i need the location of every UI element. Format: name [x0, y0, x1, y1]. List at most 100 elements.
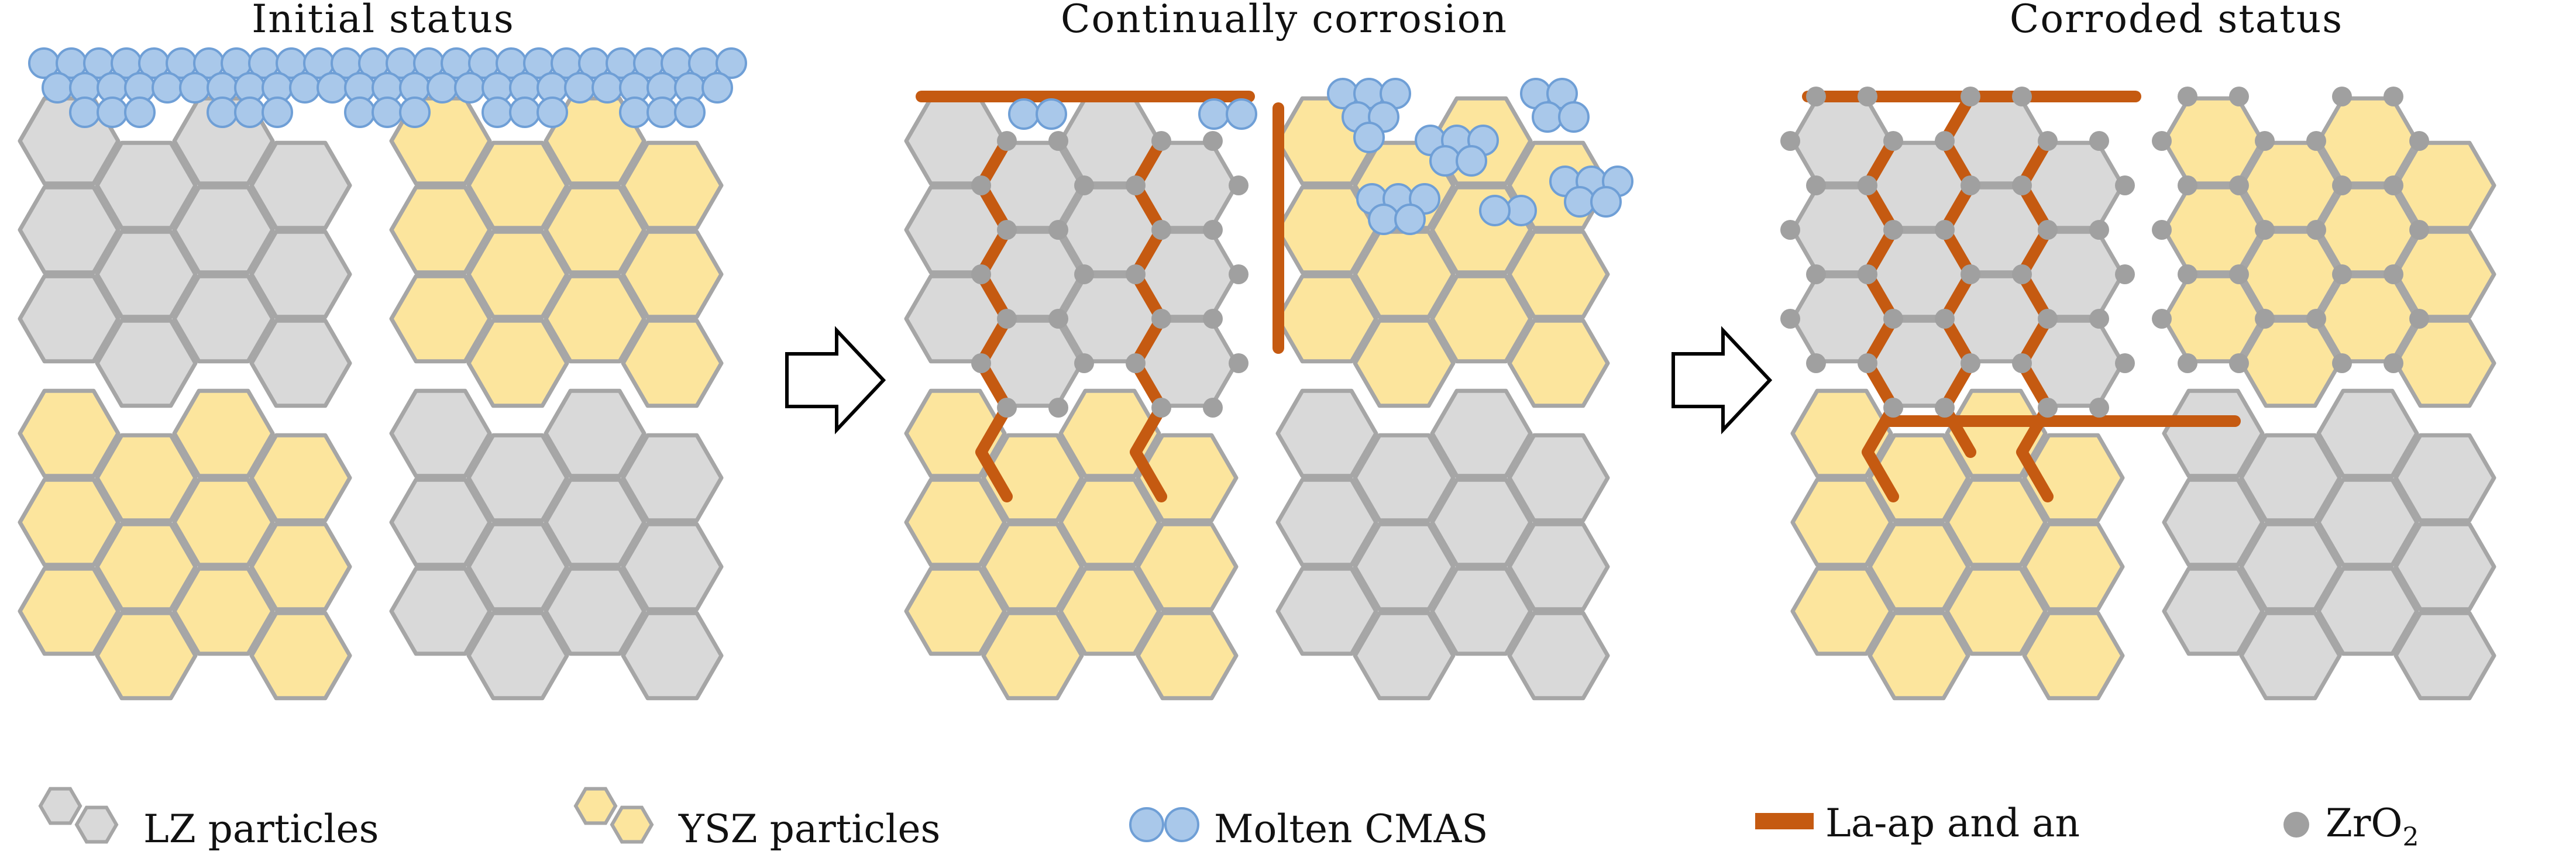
cmas-droplet: [1394, 204, 1426, 235]
legend: LZ particles YSZ particles Molten CMAS L…: [38, 787, 2419, 852]
lz-particle: [1507, 611, 1610, 701]
ysz-particle: [172, 566, 275, 656]
cmas-droplet: [427, 72, 458, 104]
zro2-particle: [1203, 131, 1223, 151]
cmas-droplet: [317, 72, 348, 104]
ysz-particle: [1353, 229, 1456, 319]
lz-particle: [389, 566, 492, 656]
zro2-particle: [1074, 264, 1094, 284]
zro2-particle: [2089, 398, 2109, 418]
cmas-droplet: [619, 97, 651, 128]
cmas-droplet: [289, 72, 321, 104]
zro2-particle: [1229, 175, 1249, 195]
lz-particle: [172, 274, 275, 364]
zro2-particle: [2178, 264, 2197, 284]
lz-particle: [172, 185, 275, 275]
zro2-particle: [2115, 264, 2135, 284]
zro2-particle: [1935, 131, 1955, 151]
zro2-particle: [1151, 131, 1171, 151]
zro2-particle: [2089, 131, 2109, 151]
cmas-droplet: [69, 97, 101, 128]
cmas-droplet: [674, 97, 706, 128]
ysz-particle: [621, 140, 724, 230]
block-lz-bottom-right: [1275, 388, 1610, 701]
legend-icon-ysz-hex: [610, 805, 654, 844]
zro2-particle: [997, 309, 1017, 329]
zro2-particle: [2012, 175, 2032, 195]
zro2-particle: [2038, 398, 2058, 418]
ysz-particle: [1945, 566, 2048, 656]
ysz-particle: [249, 522, 352, 612]
zro2-particle: [1961, 87, 1980, 106]
ysz-particle: [1058, 566, 1161, 656]
zro2-particle: [2255, 220, 2275, 240]
cmas-droplet: [42, 72, 73, 104]
lz-particle: [1507, 433, 1610, 523]
zro2-particle: [2332, 353, 2352, 373]
ysz-particle: [1867, 611, 1970, 701]
lz-particle: [389, 388, 492, 478]
ysz-particle: [466, 318, 569, 408]
zro2-particle: [997, 220, 1017, 240]
legend-icon-cmas-droplet: [1129, 807, 1164, 842]
cmas-droplet: [344, 97, 376, 128]
ysz-particle: [904, 566, 1007, 656]
zro2-particle: [1048, 220, 1068, 240]
ysz-particle: [1136, 522, 1239, 612]
lz-particle: [466, 433, 569, 523]
zro2-particle: [1858, 353, 1877, 373]
cmas-droplet: [1590, 186, 1622, 218]
cmas-droplet: [1505, 195, 1537, 226]
zro2-particle: [1203, 398, 1223, 418]
lz-particle: [2316, 566, 2419, 656]
lz-particle: [2162, 477, 2265, 567]
legend-label-zro2: ZrO2: [2326, 801, 2419, 852]
ysz-particle: [981, 522, 1084, 612]
lz-particle: [621, 433, 724, 523]
zro2-particle: [2178, 353, 2197, 373]
zro2-particle: [2089, 309, 2109, 329]
lz-particle: [1430, 566, 1533, 656]
cmas-droplet: [1429, 145, 1461, 177]
zro2-particle: [1806, 264, 1826, 284]
zro2-particle: [997, 398, 1017, 418]
lz-particle: [95, 140, 198, 230]
block-lz-top-left: [904, 96, 1239, 408]
zro2-particle: [2306, 309, 2326, 329]
cmas-droplet: [482, 97, 513, 128]
zro2-particle: [2115, 175, 2135, 195]
ysz-particle: [544, 185, 646, 275]
zro2-particle: [2409, 309, 2429, 329]
lz-particle: [1507, 522, 1610, 612]
ysz-particle: [1867, 522, 1970, 612]
panel-continual: [904, 78, 1633, 701]
legend-label-cmas: Molten CMAS: [1214, 807, 1488, 852]
zro2-particle: [2409, 220, 2429, 240]
cmas-droplet: [179, 72, 211, 104]
block-lz-top-left: [18, 96, 352, 408]
cmas-droplet: [1479, 195, 1511, 226]
zro2-particle: [1858, 87, 1877, 106]
cmas-droplet: [591, 72, 623, 104]
legend-icon-la-ap-an-bar: [1755, 813, 1814, 829]
legend-icon-zro2-dot: [2283, 812, 2309, 838]
zro2-particle: [2332, 87, 2352, 106]
lz-particle: [2393, 611, 2496, 701]
block-ysz-top-right: [2162, 96, 2496, 408]
zro2-particle: [2229, 264, 2249, 284]
zro2-particle: [1203, 220, 1223, 240]
zro2-particle: [1126, 353, 1146, 373]
block-lz-bottom-right: [389, 388, 724, 701]
cmas-droplet: [1198, 98, 1230, 130]
legend-label-laap: La-ap and an: [1825, 801, 2080, 846]
zro2-formula-main: ZrO: [2326, 801, 2403, 846]
zro2-particle: [2152, 131, 2172, 151]
zro2-particle: [2384, 264, 2403, 284]
ysz-particle: [2022, 522, 2125, 612]
zro2-particle: [1935, 398, 1955, 418]
zro2-particle: [1883, 131, 1903, 151]
legend-label-lz: LZ particles: [143, 807, 379, 852]
lz-particle: [466, 611, 569, 701]
arrows-layer: [785, 326, 1773, 435]
